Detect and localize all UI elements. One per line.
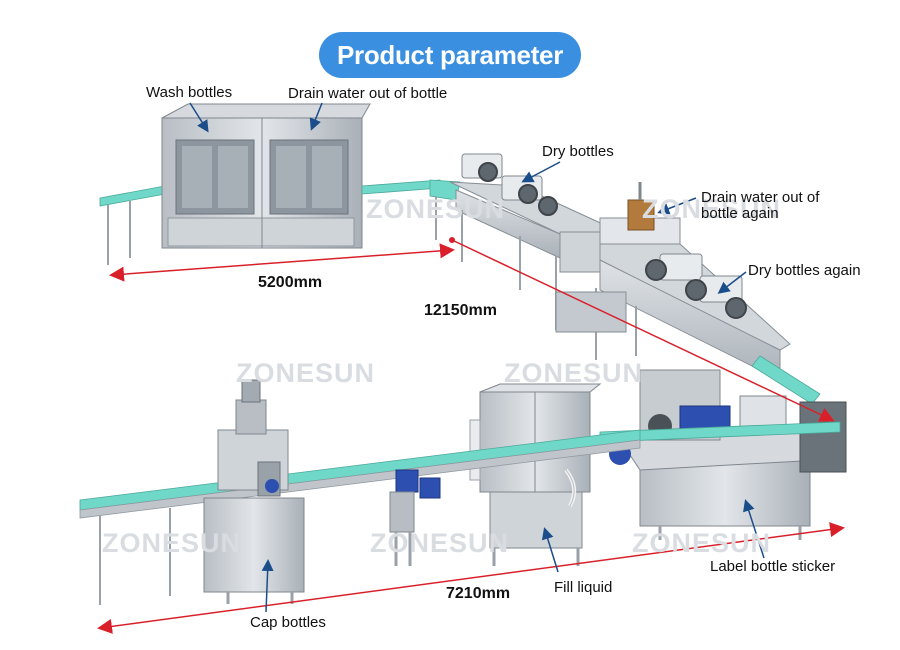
label-fill-liquid: Fill liquid	[554, 579, 613, 596]
label-cap-bottles: Cap bottles	[250, 614, 326, 631]
watermark: ZONESUN	[632, 528, 772, 558]
label-dry-bottles: Dry bottles	[542, 143, 614, 160]
watermark: ZONESUN	[504, 358, 644, 388]
dimension-line-bottom	[97, 522, 845, 634]
label-bottle-sticker: Label bottle sticker	[710, 558, 836, 575]
dimension-top: 5200mm	[258, 274, 323, 291]
label-wash-bottles: Wash bottles	[146, 84, 233, 101]
dimension-line-diagonal	[451, 239, 835, 422]
page-title: Product parameter	[319, 32, 581, 78]
watermark: ZONESUN	[236, 358, 376, 388]
pointer-arrows	[189, 102, 765, 613]
label-drain-again-line2: bottle again	[701, 205, 779, 222]
dryer-unit-2	[555, 182, 821, 405]
label-dry-again: Dry bottles again	[748, 262, 861, 279]
label-drain-again-line1: Drain water out of	[701, 189, 820, 206]
label-drain-water: Drain water out of bottle	[288, 85, 448, 102]
watermark: ZONESUN	[642, 194, 782, 224]
watermark: ZONESUN	[102, 528, 242, 558]
dimension-diagonal: 12150mm	[424, 302, 497, 319]
watermark: ZONESUN	[370, 528, 510, 558]
watermark: ZONESUN	[366, 194, 506, 224]
dimension-line-top	[109, 243, 455, 282]
dimension-bottom: 7210mm	[446, 585, 511, 602]
washing-machine	[99, 103, 461, 265]
